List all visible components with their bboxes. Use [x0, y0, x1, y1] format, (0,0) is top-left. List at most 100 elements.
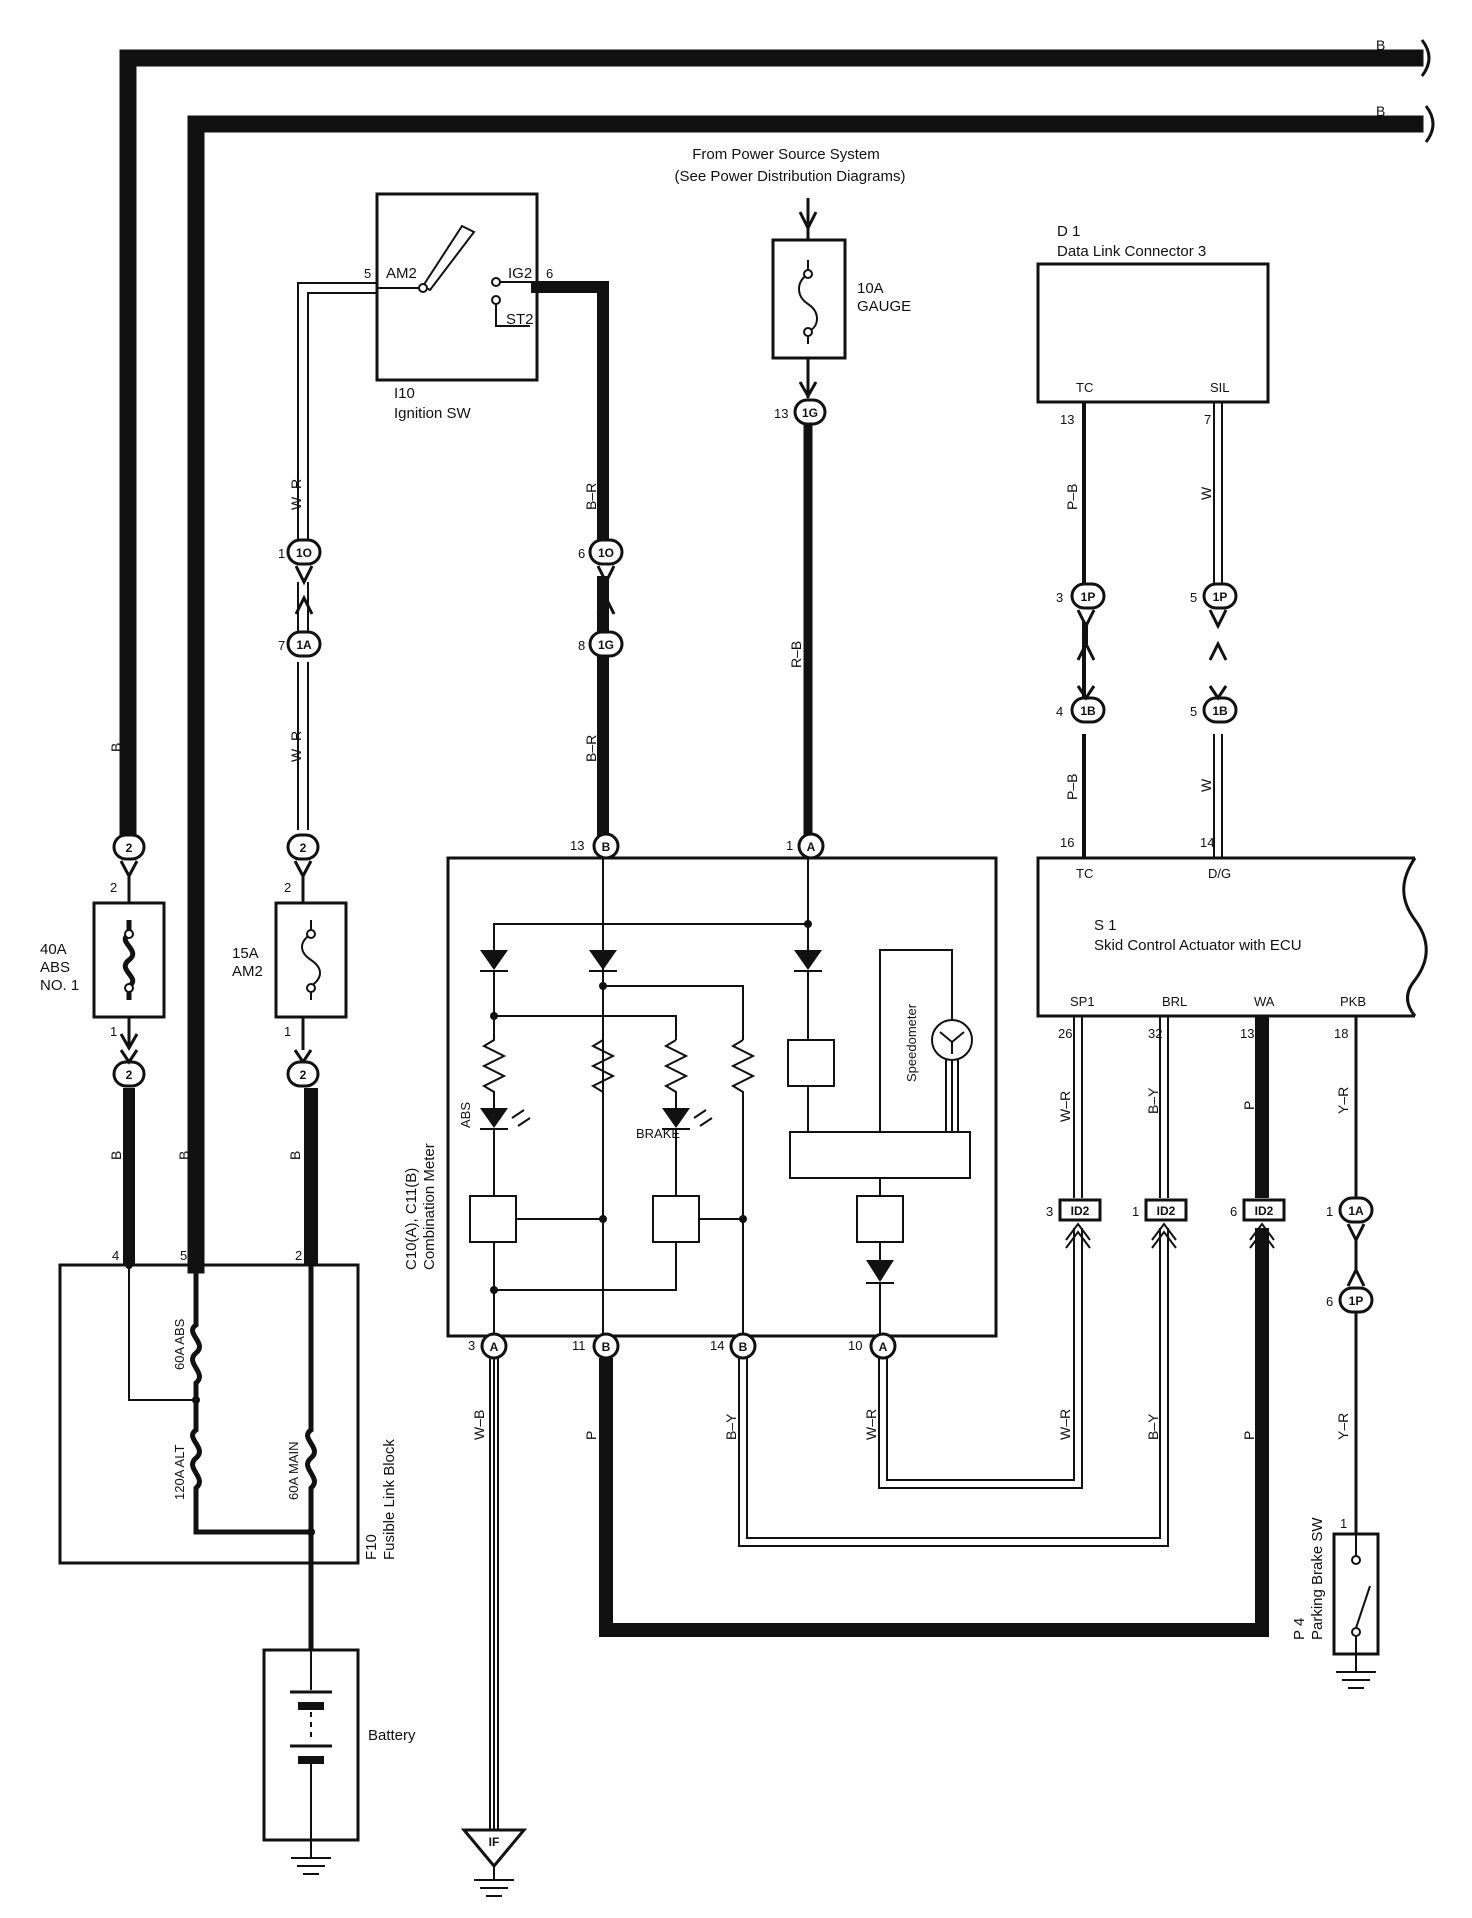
wire-w-dlc-to-ecu	[1213, 402, 1223, 858]
pin-6-id2: 6	[1230, 1204, 1237, 1219]
connector-id2-brl: ID2	[1144, 1198, 1188, 1249]
pin-4-1b: 4	[1056, 704, 1063, 719]
svg-text:A: A	[490, 1340, 499, 1354]
meter-conn-14b: B	[729, 1332, 757, 1360]
ecu-brl-label: BRL	[1162, 994, 1187, 1009]
meter-id: C10(A), C11(B)	[403, 1168, 420, 1270]
wire-label-p-2: P	[1241, 1431, 1257, 1440]
connector-1p-w: 1P	[1202, 582, 1238, 610]
ignition-switch	[375, 192, 539, 382]
meter-conn-13b: B	[592, 832, 620, 860]
ecu-pin-sp1: 26	[1058, 1026, 1072, 1041]
wire-label-by-1: B–Y	[723, 1413, 739, 1440]
meter-pin-14: 14	[710, 1338, 724, 1353]
ecu-box	[1036, 856, 1428, 1018]
meter-pin-3: 3	[468, 1338, 475, 1353]
wire-label-pb-1: P–B	[1064, 484, 1080, 510]
gauge-wire-top	[798, 198, 818, 240]
wire-label-pb-2: P–B	[1064, 774, 1080, 800]
pin-3-id2: 3	[1046, 1204, 1053, 1219]
connector-1o-left: 1O	[286, 538, 322, 566]
fuse-abs1-name1: ABS	[40, 959, 70, 976]
power-source-label-2: (See Power Distribution Diagrams)	[675, 168, 906, 185]
connector-1a-left: 1A	[286, 630, 322, 658]
svg-text:2: 2	[126, 841, 133, 855]
block-pin-4: 4	[112, 1248, 119, 1263]
pin-6-1o: 6	[578, 546, 585, 561]
fuse-abs1-rating: 40A	[40, 941, 67, 958]
pin-3-1p: 3	[1056, 590, 1063, 605]
connector-1b-pb: 1B	[1070, 696, 1106, 724]
pin-1-1a-pkb: 1	[1326, 1204, 1333, 1219]
fuse-am2-pin-top: 2	[284, 880, 291, 895]
svg-text:ID2: ID2	[1255, 1204, 1274, 1218]
bus-break-marks	[1420, 39, 1435, 143]
ignition-ig2-label: IG2	[508, 265, 532, 282]
svg-text:1B: 1B	[1212, 704, 1228, 718]
svg-text:1B: 1B	[1080, 704, 1096, 718]
wire-label-wr-1: W–R	[288, 479, 304, 510]
connector-1o-mid: 1O	[588, 538, 624, 566]
ignition-am2-label: AM2	[386, 265, 417, 282]
wire-label-yr-1: Y–R	[1335, 1087, 1351, 1114]
dlc-sil-label: SIL	[1210, 380, 1230, 395]
fusible-block-id: F10	[363, 1534, 380, 1560]
battery	[262, 1648, 360, 1875]
combination-meter	[446, 838, 998, 1338]
svg-text:1P: 1P	[1349, 1294, 1364, 1308]
gauge-fuse-name: GAUGE	[857, 298, 911, 315]
ecu-sp1-label: SP1	[1070, 994, 1095, 1009]
top-bus-lines	[119, 49, 1424, 1274]
connector-1g-mid: 1G	[588, 630, 624, 658]
gauge-fuse-rating: 10A	[857, 280, 884, 297]
svg-text:1O: 1O	[296, 546, 312, 560]
wire-label-wr-5: W–R	[1057, 1091, 1073, 1122]
wire-label-b-am2: B	[287, 1151, 303, 1160]
fuse-abs1-pin-top: 2	[110, 880, 117, 895]
svg-text:B: B	[602, 840, 611, 854]
parking-brake-switch	[1332, 1532, 1380, 1689]
wire-label-br-1: B–R	[583, 483, 599, 510]
ecu-pin-brl: 32	[1148, 1026, 1162, 1041]
arrow-pair-1o-1g	[596, 565, 616, 615]
pin-1-1o: 1	[278, 546, 285, 561]
connector-1a-pkb: 1A	[1338, 1196, 1374, 1224]
wire-label-b-left: B	[108, 743, 124, 752]
ecu-dg-label: D/G	[1208, 866, 1231, 881]
meter-brake-label: BRAKE	[636, 1126, 680, 1141]
dlc-name: Data Link Connector 3	[1057, 243, 1206, 260]
ground-if	[460, 1828, 528, 1897]
meter-abs-label: ABS	[458, 1102, 473, 1128]
wire-label-b-bus2: B	[176, 1151, 192, 1160]
wire-label-wb: W–B	[471, 1410, 487, 1440]
ignition-pin-ig2: 6	[546, 266, 553, 281]
ignition-name: Ignition SW	[394, 405, 472, 422]
pin-7-1a: 7	[278, 638, 285, 653]
ecu-id: S 1	[1094, 917, 1117, 934]
pin-5-1b: 5	[1190, 704, 1197, 719]
dlc-id: D 1	[1057, 223, 1080, 240]
fuse-15a-am2	[274, 901, 348, 1019]
arrow-abs-bot	[119, 1033, 139, 1052]
dlc-tc-label: TC	[1076, 380, 1093, 395]
pin-1-id2: 1	[1132, 1204, 1139, 1219]
wire-label-rb: R–B	[788, 641, 804, 668]
svg-text:B: B	[739, 1340, 748, 1354]
arrow-pair-1o-1a	[294, 565, 314, 615]
wire-label-p-1: P	[583, 1431, 599, 1440]
ecu-pin-dg: 14	[1200, 835, 1214, 850]
block-pin-5: 5	[180, 1248, 187, 1263]
wire-label-by-3: B–Y	[1145, 1087, 1161, 1114]
fuse-abs1-name2: NO. 1	[40, 977, 79, 994]
wire-label-w-2: W	[1198, 778, 1214, 792]
battery-label: Battery	[368, 1727, 416, 1744]
wire-wr-meter-to-ecu	[878, 1228, 1083, 1489]
svg-text:A: A	[807, 840, 816, 854]
fusible-block-name: Fusible Link Block	[381, 1439, 398, 1560]
svg-text:2: 2	[126, 1068, 133, 1082]
top-bus-label-2: B	[1376, 103, 1385, 119]
fusible-link-block	[58, 1261, 360, 1650]
power-source-label-1: From Power Source System	[692, 146, 880, 163]
wire-label-wr-4: W–R	[1057, 1409, 1073, 1440]
connector-1b-w: 1B	[1202, 696, 1238, 724]
